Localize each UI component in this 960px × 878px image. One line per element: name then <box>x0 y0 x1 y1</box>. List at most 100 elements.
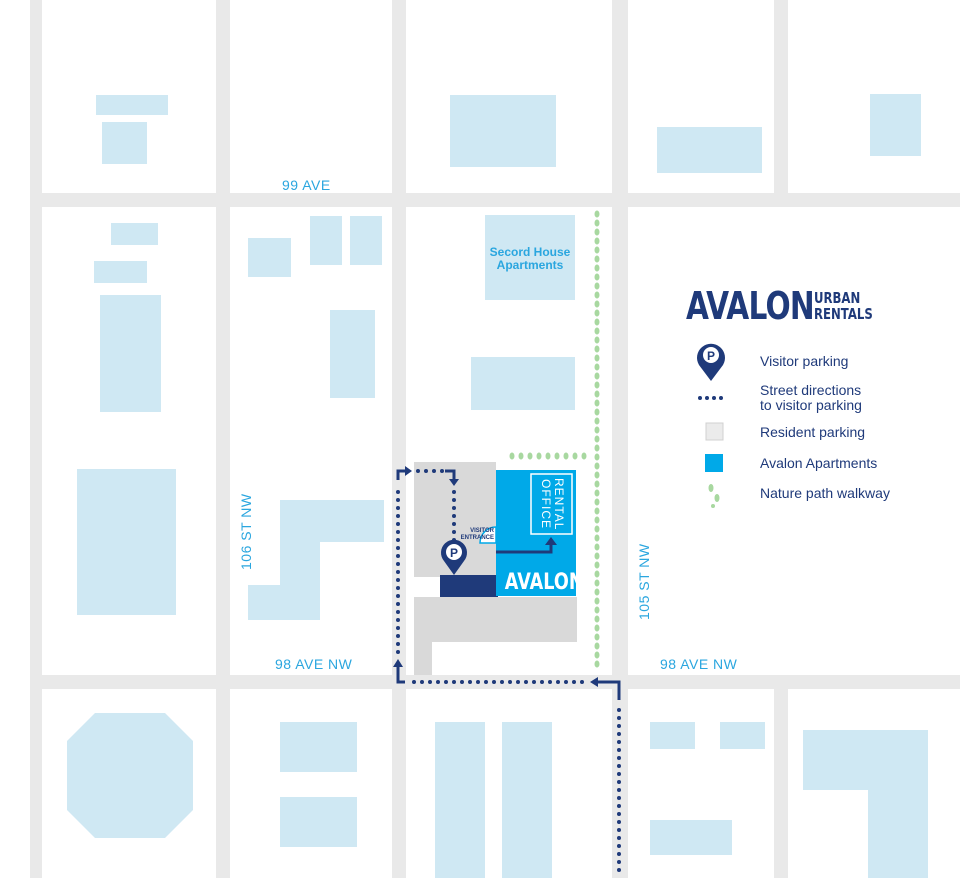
buildings <box>67 94 928 878</box>
footprint <box>594 291 600 299</box>
visitor-parking-pin-icon[interactable]: P <box>441 539 467 575</box>
rental-office-label: RENTAL OFFICE <box>539 478 566 531</box>
legend-street-directions-2: to visitor parking <box>760 397 862 413</box>
legend-parking-pin-icon: P <box>697 343 725 381</box>
footprint <box>594 237 600 245</box>
route-dot <box>396 602 400 606</box>
route-dot <box>396 562 400 566</box>
route-dot <box>617 844 621 848</box>
route-dot <box>617 836 621 840</box>
route-dot <box>617 732 621 736</box>
footprint <box>509 452 515 460</box>
route-dot <box>396 506 400 510</box>
route-dot <box>617 716 621 720</box>
route-dot <box>432 469 436 473</box>
route-dot <box>460 680 464 684</box>
route-dot <box>396 554 400 558</box>
footprint <box>594 318 600 326</box>
route-dot <box>396 586 400 590</box>
footprint <box>594 462 600 470</box>
svg-text:P: P <box>450 546 458 560</box>
footprint <box>594 471 600 479</box>
footprint <box>594 624 600 632</box>
footprint <box>594 273 600 281</box>
street-label-99-ave: 99 AVE <box>282 177 331 193</box>
footprint <box>594 525 600 533</box>
route-dot <box>396 578 400 582</box>
route-dot <box>617 772 621 776</box>
route-dot <box>564 680 568 684</box>
visitor-route <box>393 466 621 872</box>
footprint <box>594 444 600 452</box>
footprint <box>536 452 542 460</box>
street-label-98-ave-right: 98 AVE NW <box>660 656 738 672</box>
route-dot <box>440 469 444 473</box>
route-dot <box>500 680 504 684</box>
route-dot <box>428 680 432 684</box>
brand-sub-1: URBAN <box>814 289 861 307</box>
route-dot <box>617 764 621 768</box>
footprint <box>594 633 600 641</box>
footprint <box>594 489 600 497</box>
footprint <box>594 408 600 416</box>
legend-street-directions-1: Street directions <box>760 382 862 398</box>
route-dot <box>617 748 621 752</box>
footprint <box>594 435 600 443</box>
footprint <box>581 452 587 460</box>
route-dot <box>396 610 400 614</box>
route-dot <box>396 626 400 630</box>
footprint <box>594 651 600 659</box>
route-dot <box>508 680 512 684</box>
route-dot <box>396 498 400 502</box>
route-dot <box>617 780 621 784</box>
footprint <box>594 399 600 407</box>
secord-house-label: Secord House Apartments <box>489 245 571 272</box>
route-dot <box>396 642 400 646</box>
brand-name: AVALON <box>686 284 815 328</box>
legend-footprints-icon <box>708 484 720 508</box>
footprint <box>594 660 600 668</box>
route-dot <box>492 680 496 684</box>
legend-dotted-line-icon <box>698 396 723 400</box>
rental-office-box[interactable] <box>530 473 573 535</box>
route-dot <box>617 852 621 856</box>
entrance-arrow <box>496 543 553 554</box>
footprint <box>594 300 600 308</box>
footprint <box>594 219 600 227</box>
avalon-apartments[interactable] <box>496 470 576 596</box>
route-dot <box>580 680 584 684</box>
brand-sub-2: RENTALS <box>814 305 873 323</box>
footprint <box>594 606 600 614</box>
footprint <box>594 390 600 398</box>
footprint <box>594 561 600 569</box>
route-dot <box>424 469 428 473</box>
visitor-entrance-door-icon <box>479 526 497 544</box>
footprint <box>594 327 600 335</box>
route-dot <box>452 680 456 684</box>
footprint <box>594 570 600 578</box>
route-dot <box>396 594 400 598</box>
route-dot <box>556 680 560 684</box>
footprint <box>594 498 600 506</box>
route-dot <box>572 680 576 684</box>
footprint <box>594 246 600 254</box>
footprint <box>594 363 600 371</box>
footprint <box>554 452 560 460</box>
legend-blue-square-icon <box>705 454 723 472</box>
secord-house-building <box>485 215 575 300</box>
footprint <box>594 282 600 290</box>
route-dot <box>524 680 528 684</box>
street-label-98-ave-left: 98 AVE NW <box>275 656 353 672</box>
footprint <box>594 516 600 524</box>
legend-avalon-apartments: Avalon Apartments <box>760 455 878 471</box>
route-dot <box>452 530 456 534</box>
avalon-building-label: AVALON <box>504 570 584 595</box>
footprint <box>594 615 600 623</box>
route-dot <box>476 680 480 684</box>
footprint <box>594 372 600 380</box>
route-dot <box>396 514 400 518</box>
route-dot <box>516 680 520 684</box>
route-dot <box>396 634 400 638</box>
